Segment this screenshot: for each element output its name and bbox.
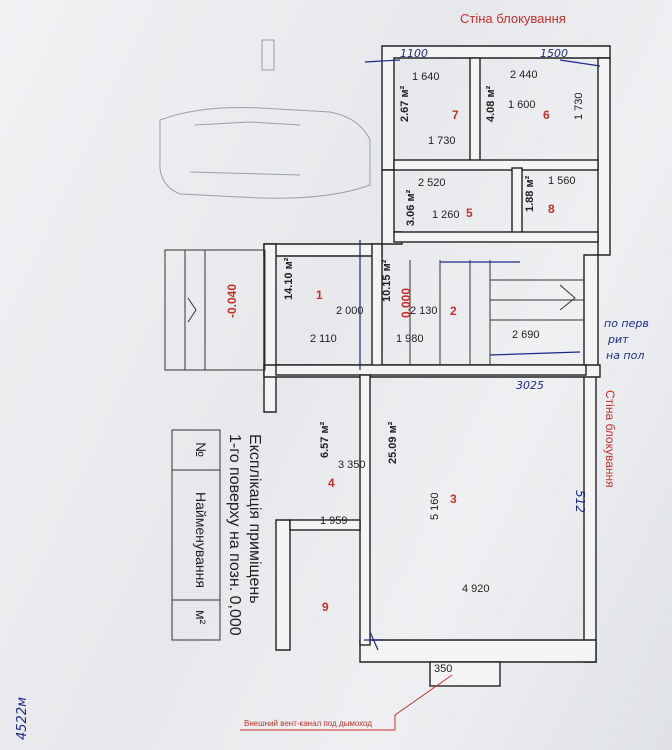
note-512: 512 (573, 490, 587, 513)
wall-label-right: Стіна блокування (603, 390, 617, 488)
room2-level: 0.000 (399, 287, 413, 318)
room4-dim-1: 3 350 (338, 459, 366, 471)
room1-area: 14.10 м² (283, 257, 295, 300)
wall-label-top: Стіна блокування (460, 11, 566, 26)
room2-dim-3: 2 690 (512, 329, 540, 341)
room1-dim-2: 2 110 (310, 333, 337, 345)
callout-line (240, 674, 453, 731)
interior-walls (275, 57, 599, 687)
room5-dim-mid: 1 260 (432, 209, 460, 221)
room2-number: 2 (450, 304, 457, 318)
room5-dim-top: 2 520 (418, 177, 446, 189)
table-col-name: Найменування (193, 492, 209, 588)
room4-dim-2: 1 959 (320, 515, 348, 527)
note-bottom-left: 4522м (15, 697, 30, 740)
room6-area: 4.08 м² (485, 85, 497, 122)
room3-area: 25.09 м² (387, 421, 399, 464)
room5-area: 3.06 м² (405, 189, 417, 226)
note-3025: 3025 (516, 379, 544, 392)
room9-number: 9 (322, 600, 329, 614)
room6-number: 6 (543, 108, 550, 122)
room2-dim-1: 2 130 (410, 305, 438, 317)
room7-number: 7 (452, 108, 459, 122)
note-right-2: рит (608, 333, 629, 346)
pencil-car-sketch (159, 39, 371, 199)
stairs (409, 260, 584, 365)
room1-dim-1: 2 000 (336, 305, 364, 317)
explication-table-lines (171, 429, 221, 641)
room2-area: 10.15 м² (381, 259, 393, 302)
outside-level: -0.040 (225, 283, 239, 318)
room6-dim-top: 2 440 (510, 69, 538, 81)
table-col-area: м² (193, 610, 209, 625)
dim-350: 350 (434, 663, 453, 675)
room8-dim: 1 560 (548, 175, 576, 187)
table-col-num: № (193, 442, 209, 458)
note-right-1: по перв (604, 317, 649, 330)
room2-dim-2: 1 980 (396, 333, 424, 345)
room8-area: 1.88 м² (524, 175, 536, 212)
room4-number: 4 (328, 476, 335, 490)
pen-marks (359, 59, 601, 651)
room7-dim-top: 1 640 (412, 71, 440, 83)
note-right-3: на пол (606, 349, 645, 362)
room4-area: 6.57 м² (319, 421, 331, 458)
top-dim-2: 1500 (540, 47, 568, 60)
room5-number: 5 (466, 206, 473, 220)
top-dim-1: 1100 (400, 47, 428, 60)
terrace (164, 249, 266, 371)
room3-dim-1: 5 160 (429, 492, 441, 520)
room7-dim-bottom: 1 730 (428, 135, 456, 147)
room7-area: 2.67 м² (399, 85, 411, 122)
room8-number: 8 (548, 202, 555, 216)
table-title-line1: Експлікація приміщень (246, 434, 263, 604)
table-title-line2: 1-го поверху на позн. 0,000 (226, 434, 243, 636)
callout-text: Внешний вент-канал под дымоход (244, 719, 373, 728)
room3-dim-2: 4 920 (462, 583, 490, 595)
room6-dim-side: 1 730 (573, 92, 585, 120)
room3-number: 3 (450, 492, 457, 506)
room6-dim-mid: 1 600 (508, 99, 536, 111)
room1-number: 1 (316, 288, 323, 302)
